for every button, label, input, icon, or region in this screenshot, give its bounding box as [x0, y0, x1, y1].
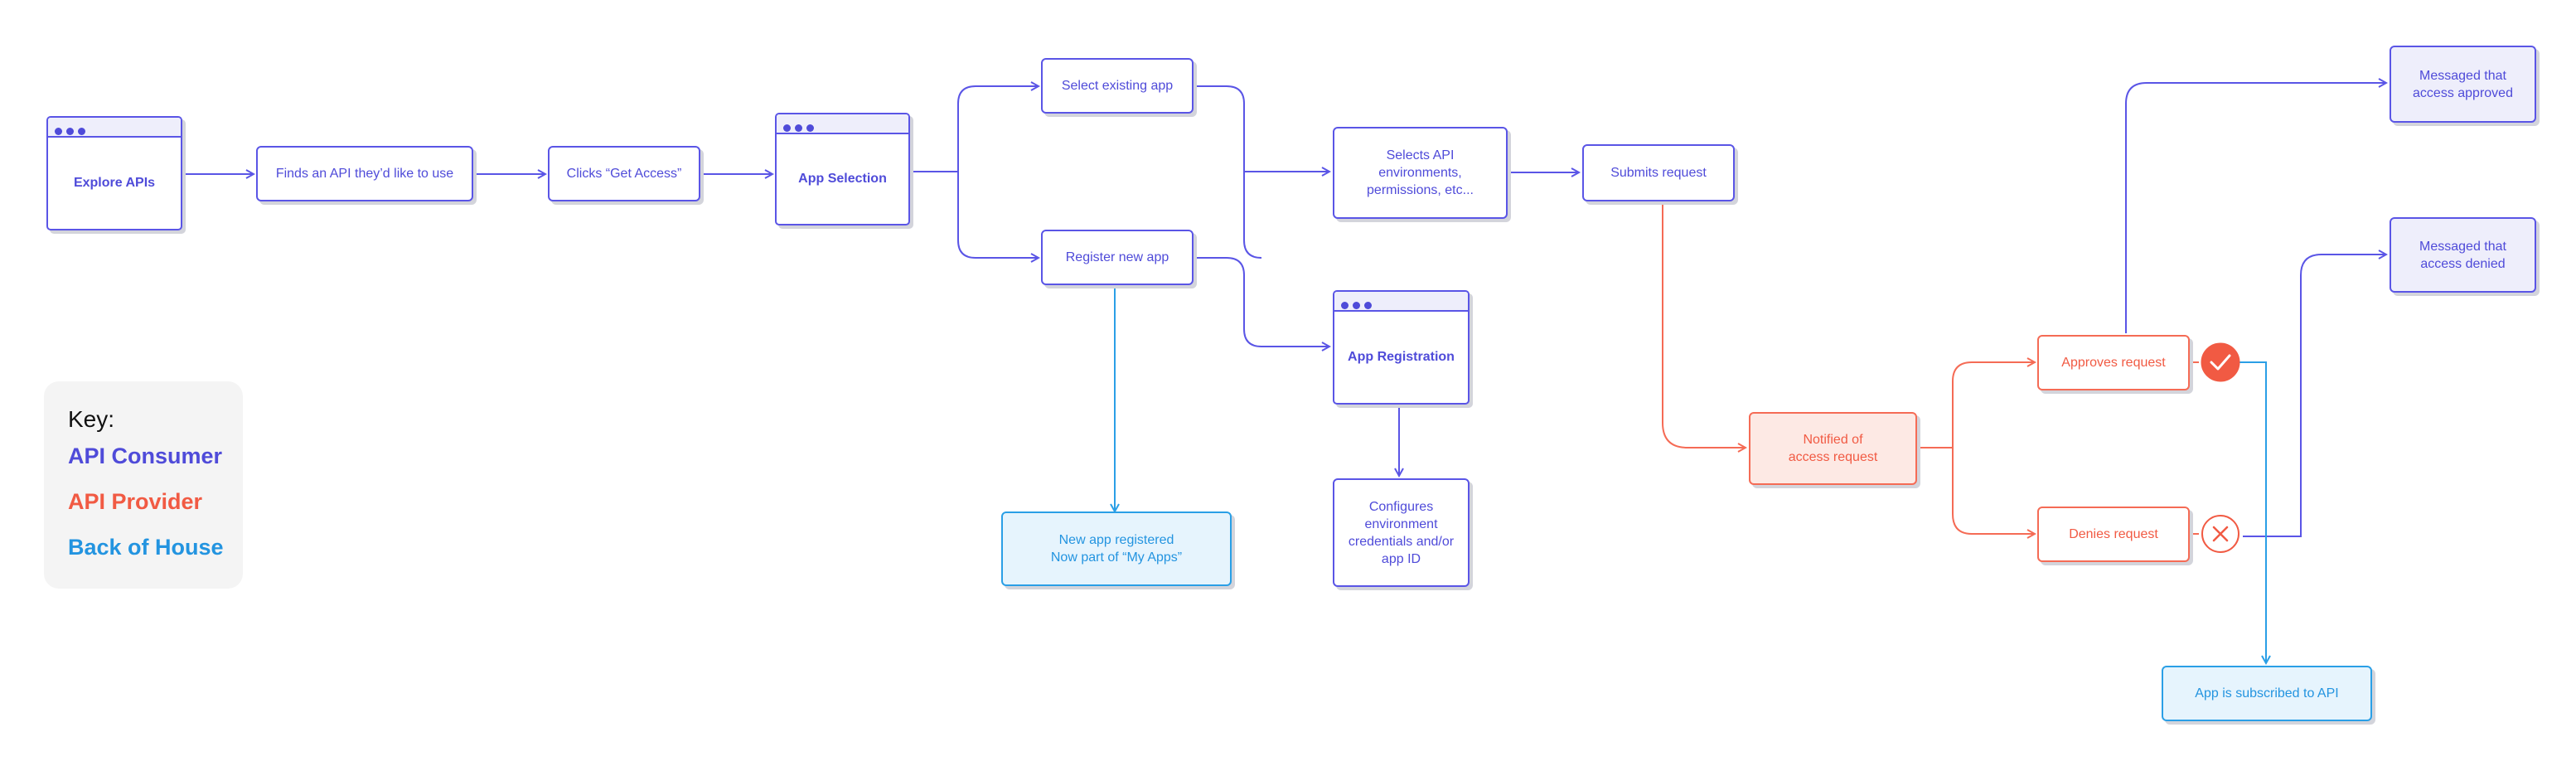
messaged-denied-label: Messaged that access denied [2419, 239, 2506, 271]
messaged-approved-label: Messaged that access approved [2413, 68, 2513, 100]
new-app-registered-box: New app registered Now part of “My Apps” [1001, 511, 1232, 586]
legend-api-provider: API Provider [68, 489, 203, 514]
legend-api-consumer: API Consumer [68, 444, 223, 468]
notified-of-access-request-box: Notified of access request [1749, 412, 1917, 485]
selects-api-environments-label: Selects API environments, permissions, e… [1367, 148, 1474, 197]
arrow-denies-to-messaged-denied [2243, 255, 2386, 537]
arrow-submits-to-notified [1662, 204, 1746, 448]
arrow-register-to-app-registration [1194, 257, 1329, 347]
denies-request-label: Denies request [2069, 527, 2158, 541]
submits-request-label: Submits request [1610, 166, 1707, 180]
notified-of-access-request-label: Notified of access request [1788, 433, 1878, 464]
x-icon [2201, 514, 2240, 554]
messaged-denied-box: Messaged that access denied [2390, 217, 2536, 293]
messaged-approved-box: Messaged that access approved [2390, 46, 2536, 123]
clicks-get-access-label: Clicks “Get Access” [566, 167, 682, 181]
register-new-app-box: Register new app [1041, 230, 1194, 285]
select-existing-app-label: Select existing app [1061, 79, 1174, 93]
finds-api-label: Finds an API they’d like to use [275, 167, 454, 181]
arrow-approves-to-messaged-approved [2125, 83, 2386, 333]
explore-apis-label: Explore APIs [73, 175, 156, 190]
finds-api-box: Finds an API they’d like to use [256, 146, 473, 201]
app-registration-window: App Registration [1333, 290, 1470, 405]
configures-environment-box: Configures environment credentials and/o… [1333, 478, 1470, 587]
approves-request-box: Approves request [2037, 335, 2190, 390]
selects-api-environments-box: Selects API environments, permissions, e… [1333, 127, 1508, 219]
register-new-app-label: Register new app [1065, 250, 1169, 264]
app-registration-label: App Registration [1348, 349, 1455, 364]
app-subscribed-box: App is subscribed to API [2162, 666, 2372, 721]
configures-environment-label: Configures environment credentials and/o… [1348, 499, 1455, 566]
arrow-app-selection-to-register [957, 172, 1039, 258]
denies-request-box: Denies request [2037, 507, 2190, 562]
arrow-notified-to-approves [1920, 362, 2035, 448]
window-dots-icon [1339, 297, 1378, 309]
arrow-app-selection-to-select-existing [912, 86, 1039, 172]
explore-apis-window: Explore APIs [46, 116, 182, 230]
app-subscribed-label: App is subscribed to API [2195, 686, 2339, 701]
app-selection-label: App Selection [798, 171, 887, 186]
window-dots-icon [782, 119, 820, 132]
app-selection-window: App Selection [775, 113, 910, 225]
window-dots-icon [53, 123, 91, 135]
approves-request-label: Approves request [2061, 356, 2166, 370]
legend-key: Key: API Consumer API Provider Back of H… [44, 381, 243, 589]
check-icon [2201, 342, 2240, 382]
arrow-notified-to-denies [1952, 448, 2035, 534]
select-existing-app-box: Select existing app [1041, 58, 1194, 114]
clicks-get-access-box: Clicks “Get Access” [548, 146, 700, 201]
legend-title: Key: [68, 406, 115, 432]
arrow-to-app-subscribed [2239, 361, 2266, 663]
legend-back-of-house: Back of House [68, 535, 224, 560]
new-app-registered-label: New app registered Now part of “My Apps” [1050, 533, 1183, 565]
arrow-select-existing-to-selects-api [1194, 85, 1262, 259]
submits-request-box: Submits request [1582, 144, 1735, 201]
